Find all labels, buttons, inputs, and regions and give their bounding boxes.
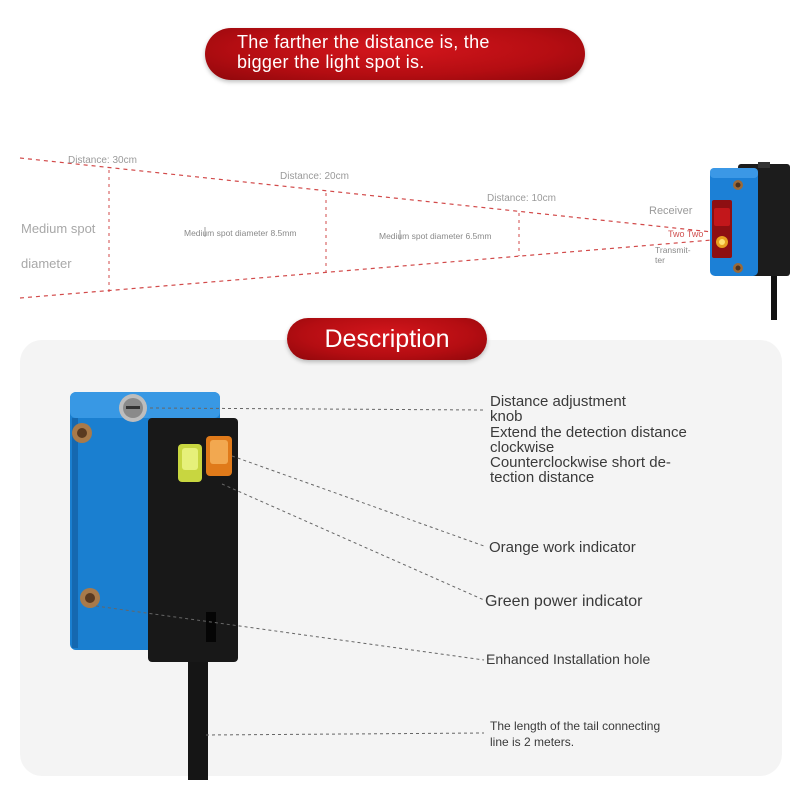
counterclockwise-label-line-1: Counterclockwise short de- [490, 454, 671, 471]
spot-10-label: Medium spot diameter 6.5mm [379, 231, 492, 241]
clockwise-label-line-1: Extend the detection distance [490, 424, 687, 441]
spot-20-label: Medium spot diameter 8.5mm [184, 228, 297, 238]
distance-30-label: Distance: 30cm [68, 155, 137, 166]
two-two-label: Two Two [668, 229, 704, 239]
transmitter-label-line-1: Transmit- [655, 245, 691, 255]
spot-diameter-label-line-2: diameter [21, 256, 72, 271]
tail-line-label-line-1: The length of the tail connecting [490, 719, 661, 733]
clockwise-label-line-2: clockwise [490, 439, 555, 456]
headline-line-1: The farther the distance is, the [237, 32, 490, 52]
beam-diagram [19, 157, 790, 320]
orange-indicator-label: Orange work indicator [489, 539, 636, 556]
description-title: Description [287, 318, 487, 360]
knob-label-line-1: Distance adjustment [490, 393, 626, 410]
receiver-label: Receiver [649, 205, 693, 217]
installation-hole-label: Enhanced Installation hole [486, 651, 651, 667]
headline-line-2: bigger the light spot is. [237, 52, 425, 72]
tail-line-label-line-2: line is 2 meters. [490, 735, 575, 749]
transmitter-label-line-2: ter [655, 255, 665, 265]
headline-banner: The farther the distance is, the bigger … [205, 28, 585, 80]
distance-20-label: Distance: 20cm [280, 171, 349, 182]
green-indicator-label: Green power indicator [485, 593, 643, 610]
counterclockwise-label-line-2: tection distance [490, 469, 595, 486]
knob-label-line-2: knob [490, 408, 523, 425]
distance-10-label: Distance: 10cm [487, 193, 556, 204]
spot-diameter-label-line-1: Medium spot [21, 221, 96, 236]
